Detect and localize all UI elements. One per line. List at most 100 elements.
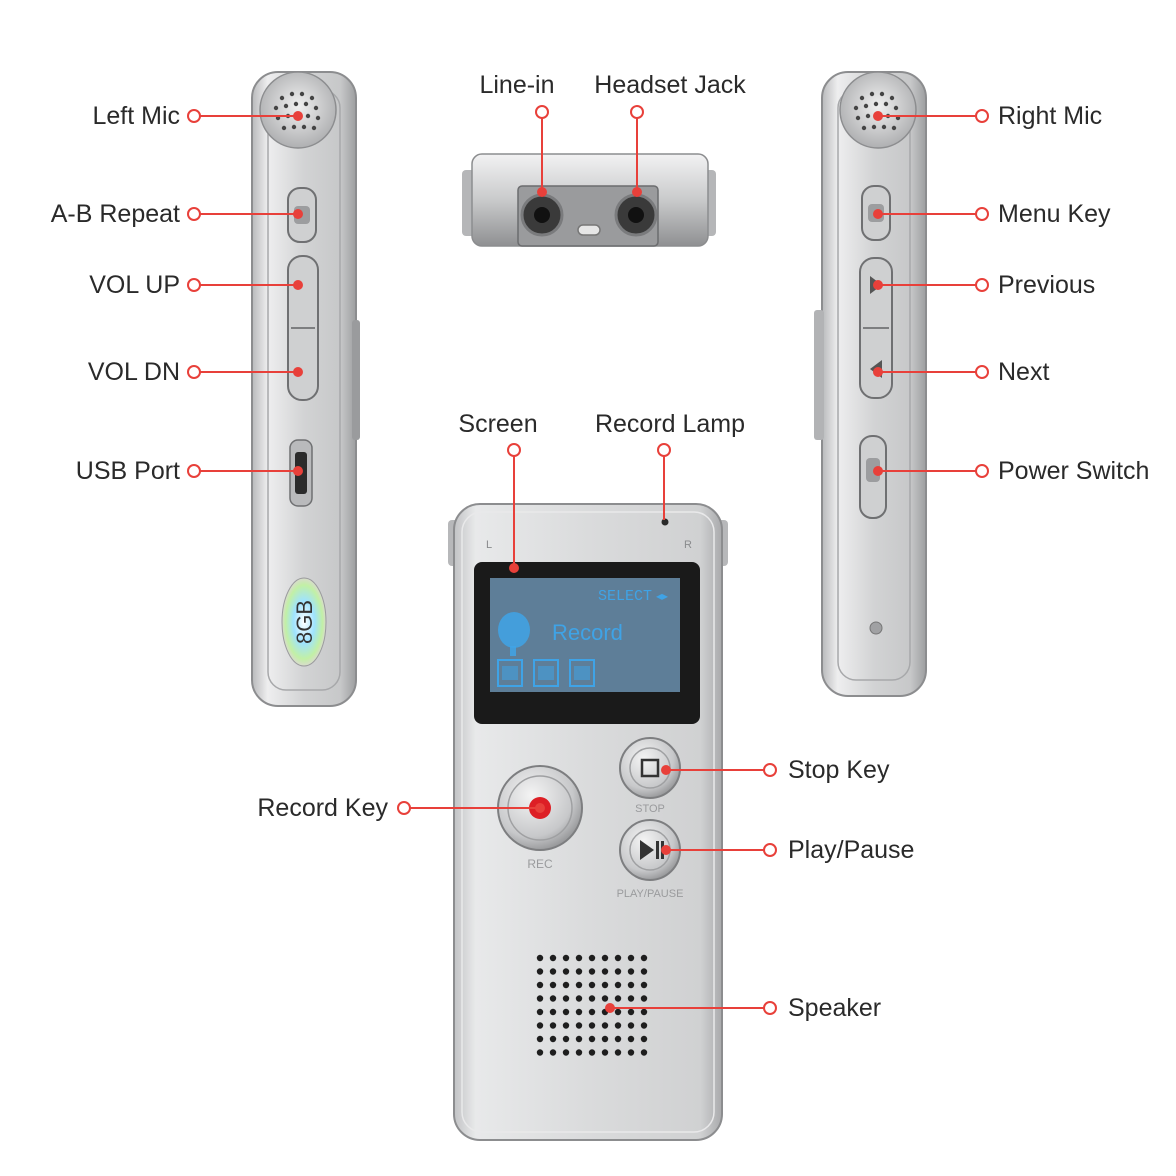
speaker-hole [562, 995, 570, 1002]
speaker-hole [614, 1049, 622, 1056]
label-vol-up: VOL UP [89, 271, 180, 299]
speaker-hole [640, 954, 648, 962]
speaker-hole [614, 995, 622, 1002]
left-mic-grille [259, 71, 337, 149]
speaker-hole [536, 954, 544, 962]
speaker-hole [549, 968, 557, 975]
speaker-hole [640, 1035, 648, 1043]
led-label-left: L [486, 539, 492, 551]
speaker-hole [601, 1022, 609, 1029]
speaker-hole [627, 981, 635, 989]
speaker-hole [575, 981, 583, 989]
capacity-sticker [281, 577, 327, 667]
speaker-hole [562, 1035, 570, 1043]
speaker-hole [588, 954, 596, 962]
top-view [462, 153, 716, 247]
speaker-hole [549, 1049, 557, 1056]
speaker-hole [588, 1049, 596, 1056]
speaker-hole [549, 995, 557, 1002]
speaker-hole [562, 968, 570, 975]
label-right-mic: Right Mic [998, 102, 1103, 130]
speaker-hole [588, 981, 596, 989]
speaker-hole [614, 1035, 622, 1043]
label-speaker: Speaker [788, 994, 882, 1022]
speaker-hole [601, 1049, 609, 1056]
speaker-hole [588, 1022, 596, 1029]
speaker-hole [640, 1049, 648, 1056]
speaker-hole [601, 954, 609, 962]
capacity-badge-text: 8GB [292, 600, 317, 644]
speaker-hole [601, 981, 609, 989]
label-menu-key: Menu Key [998, 200, 1111, 228]
label-play-pause: Play/Pause [788, 836, 915, 864]
label-line-in: Line-in [479, 71, 555, 99]
speaker-hole [627, 968, 635, 975]
speaker-hole [549, 954, 557, 962]
front-view: L R SELECT ◂▸ Record REC STOP PLAY/PAUSE [448, 503, 728, 1141]
record-lamp-led [661, 518, 669, 526]
speaker-hole [536, 1008, 544, 1016]
right-side-view [814, 71, 927, 697]
speaker-hole [601, 968, 609, 975]
left-side-view: 8GB [251, 71, 360, 707]
label-left-mic: Left Mic [92, 102, 180, 130]
speaker-hole [575, 1008, 583, 1016]
speaker-hole [536, 1049, 544, 1056]
label-usb-port: USB Port [75, 457, 180, 485]
label-power-switch: Power Switch [998, 457, 1150, 485]
speaker-hole [549, 1035, 557, 1043]
speaker-hole [588, 1035, 596, 1043]
callout-lines [187, 105, 989, 1015]
lcd-select-arrows: ◂▸ [656, 589, 668, 603]
speaker-hole [562, 954, 570, 962]
speaker-hole [588, 968, 596, 975]
speaker-grille [536, 954, 648, 1056]
label-headset-jack: Headset Jack [594, 71, 746, 99]
label-ab-repeat: A-B Repeat [50, 200, 180, 228]
label-record-lamp: Record Lamp [594, 410, 746, 438]
lcd-mic-icon [498, 612, 530, 648]
speaker-hole [575, 968, 583, 975]
speaker-hole [536, 1035, 544, 1043]
speaker-hole [575, 1022, 583, 1029]
speaker-hole [562, 1022, 570, 1029]
speaker-hole [575, 954, 583, 962]
speaker-hole [627, 1022, 635, 1029]
speaker-hole [627, 954, 635, 962]
stop-label: STOP [635, 803, 665, 815]
speaker-hole [562, 1049, 570, 1056]
speaker-hole [601, 1035, 609, 1043]
speaker-hole [536, 1022, 544, 1029]
speaker-hole [549, 1022, 557, 1029]
label-previous: Previous [998, 271, 1096, 299]
speaker-hole [549, 1008, 557, 1016]
speaker-hole [562, 981, 570, 989]
label-next: Next [998, 358, 1050, 386]
speaker-hole [640, 1008, 648, 1016]
play-pause-icon [640, 840, 654, 860]
speaker-hole [640, 968, 648, 975]
stop-icon [640, 758, 660, 778]
speaker-hole [627, 995, 635, 1002]
lcd-icon-3 [569, 659, 595, 687]
stop-button [619, 737, 681, 799]
label-screen: Screen [458, 410, 538, 438]
speaker-hole [627, 1035, 635, 1043]
speaker-hole [640, 981, 648, 989]
speaker-hole [614, 981, 622, 989]
speaker-hole [614, 968, 622, 975]
speaker-hole [536, 968, 544, 975]
lcd-record-text: Record [552, 620, 623, 645]
speaker-hole [549, 981, 557, 989]
speaker-hole [601, 995, 609, 1002]
lcd-icon-2 [533, 659, 559, 687]
rec-label: REC [527, 857, 553, 871]
speaker-hole [575, 1049, 583, 1056]
speaker-hole [640, 995, 648, 1002]
led-label-right: R [684, 539, 692, 551]
speaker-hole [588, 1008, 596, 1016]
speaker-hole [536, 981, 544, 989]
right-mic-grille [839, 71, 917, 149]
label-stop-key: Stop Key [788, 756, 890, 784]
